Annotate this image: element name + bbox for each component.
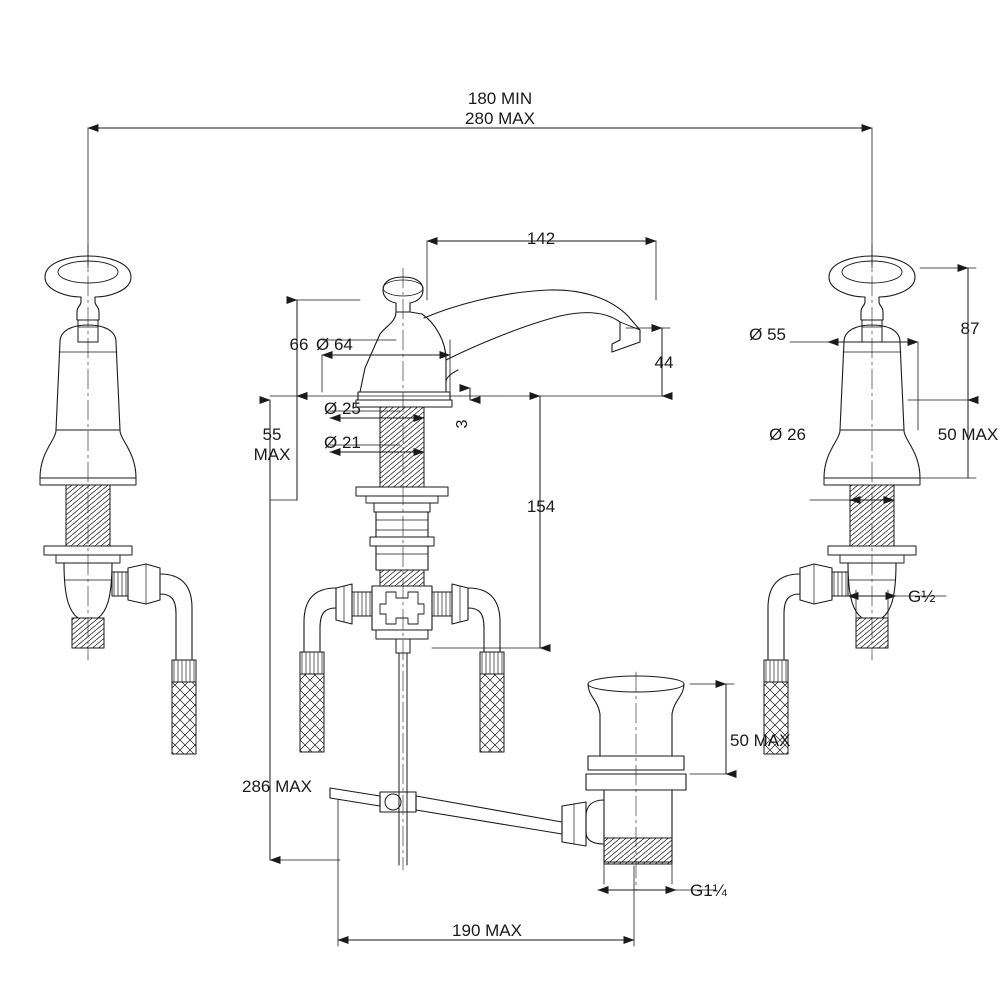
spout-thread-diameter-dimension bbox=[329, 444, 425, 456]
waste-body-height-dimension bbox=[689, 680, 737, 778]
linkage-drop-label: 286 MAX bbox=[242, 777, 312, 796]
overall-spread-dimension bbox=[87, 124, 873, 269]
mixer-total-drop-label: 154 bbox=[527, 497, 555, 516]
handle-body-height-label: 87 bbox=[961, 319, 980, 338]
overall-spread-max-label: 280 MAX bbox=[465, 109, 535, 128]
spout-reach-dimension bbox=[426, 237, 657, 301]
overall-spread-min-label: 180 MIN bbox=[468, 89, 532, 108]
spout-base-diameter-dimension bbox=[321, 339, 451, 393]
spout-shank-diameter-dimension bbox=[329, 410, 425, 422]
pop-up-waste-assembly bbox=[561, 671, 687, 891]
pop-up-lift-rod-linkage bbox=[329, 787, 563, 835]
linkage-reach-dimension bbox=[337, 799, 635, 947]
handle-base-diameter-label: Ø 55 bbox=[749, 325, 786, 344]
right-pillar-tap bbox=[763, 244, 921, 755]
tap-inlet-thread-dimension bbox=[847, 589, 947, 649]
handle-mount-thickness-dimension bbox=[919, 396, 979, 479]
spout-body-height-label: 66 bbox=[290, 335, 309, 354]
tap-hole-thickness-label-2: MAX bbox=[254, 445, 291, 464]
tap-inlet-thread-label: G½ bbox=[908, 587, 935, 606]
spout-outlet-height-dimension bbox=[459, 324, 673, 400]
handle-mount-thickness-label: 50 MAX bbox=[938, 425, 998, 444]
tap-hole-thickness-label-1: 55 bbox=[263, 425, 282, 444]
spout-base-step-label: 3 bbox=[454, 419, 471, 428]
spout-outlet-height-label: 44 bbox=[655, 353, 674, 372]
handle-shank-diameter-label: Ø 26 bbox=[769, 425, 806, 444]
center-mixer-spout bbox=[299, 267, 641, 871]
left-pillar-tap bbox=[39, 244, 197, 755]
spout-base-diameter-label: Ø 64 bbox=[316, 335, 353, 354]
spout-reach-label: 142 bbox=[527, 229, 555, 248]
spout-shank-diameter-label: Ø 25 bbox=[324, 399, 361, 418]
spout-thread-diameter-label: Ø 21 bbox=[324, 433, 361, 452]
waste-outlet-thread-dimension bbox=[597, 861, 717, 894]
handle-body-height-dimension bbox=[907, 264, 979, 404]
linkage-reach-label: 190 MAX bbox=[452, 921, 522, 940]
waste-outlet-thread-label: G1¼ bbox=[690, 881, 728, 900]
handle-base-diameter-dimension bbox=[789, 338, 919, 431]
waste-body-height-label: 50 MAX bbox=[730, 731, 790, 750]
linkage-drop-dimension bbox=[269, 399, 341, 864]
mixer-total-drop-dimension bbox=[431, 392, 551, 652]
